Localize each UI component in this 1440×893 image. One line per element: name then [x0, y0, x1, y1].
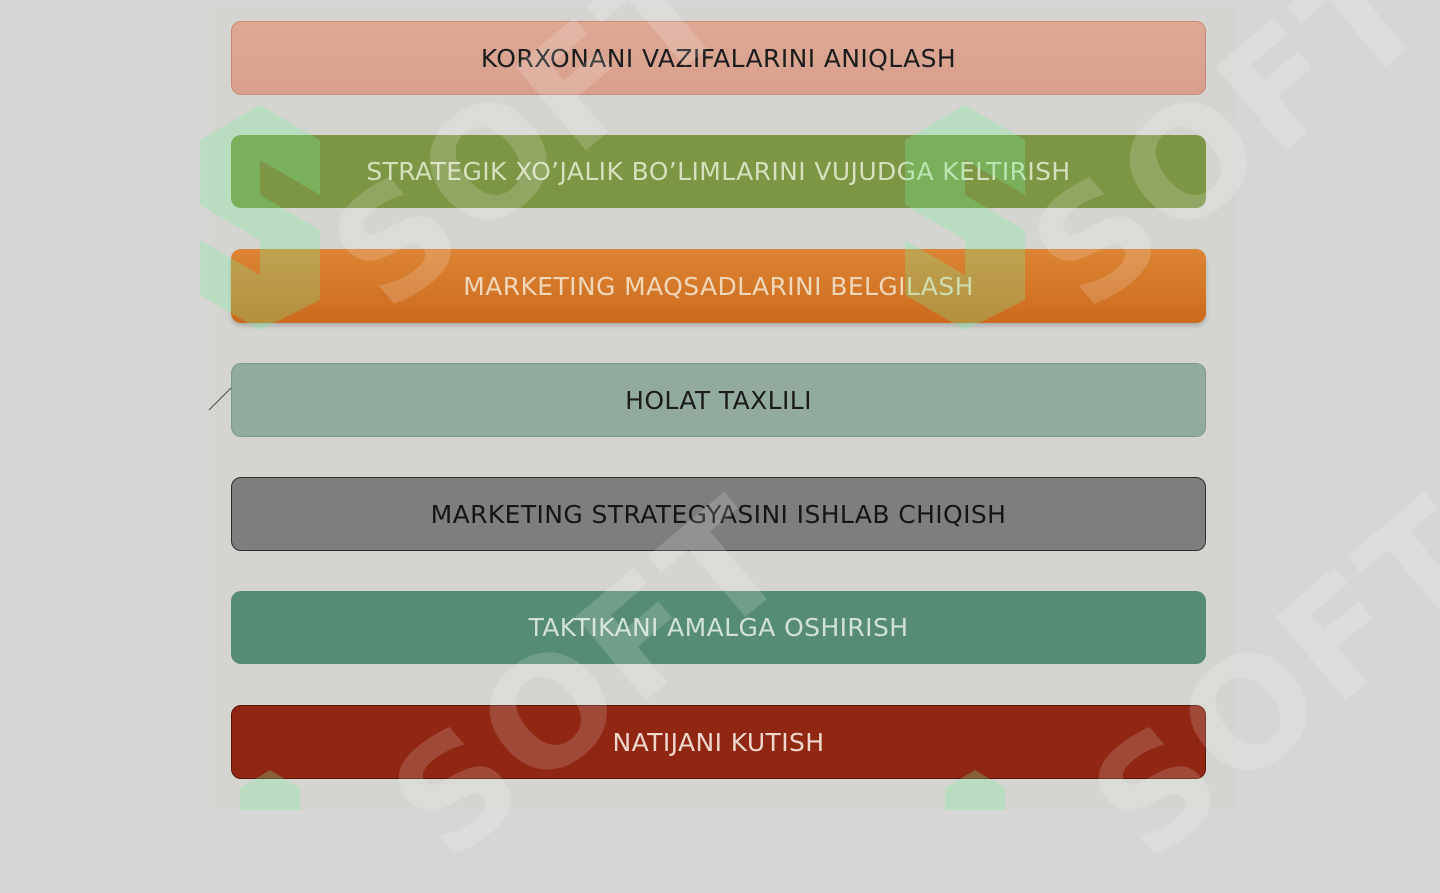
step-box-7: NATIJANI KUTISH	[231, 705, 1206, 779]
step-label-2: STRATEGIK XO’JALIK BO’LIMLARINI VUJUDGA …	[366, 157, 1071, 186]
step-label-4: HOLAT TAXLILI	[625, 385, 812, 415]
step-label-3: MARKETING MAQSADLARINI BELGILASH	[463, 271, 974, 301]
step-label-1: KORXONANI VAZIFALARINI ANIQLASH	[480, 43, 957, 73]
step-box-3: MARKETING MAQSADLARINI BELGILASH	[231, 249, 1206, 323]
stray-connector-line	[208, 387, 232, 411]
step-box-4: HOLAT TAXLILI	[231, 363, 1206, 437]
step-box-2: STRATEGIK XO’JALIK BO’LIMLARINI VUJUDGA …	[231, 135, 1206, 208]
step-label-5: MARKETING STRATEGYASINI ISHLAB CHIQISH	[430, 499, 1007, 529]
step-box-5: MARKETING STRATEGYASINI ISHLAB CHIQISH	[231, 477, 1206, 551]
step-box-6: TAKTIKANI AMALGA OSHIRISH	[231, 591, 1206, 664]
step-label-7: NATIJANI KUTISH	[612, 727, 825, 757]
step-box-1: KORXONANI VAZIFALARINI ANIQLASH	[231, 21, 1206, 95]
step-label-6: TAKTIKANI AMALGA OSHIRISH	[528, 613, 909, 642]
